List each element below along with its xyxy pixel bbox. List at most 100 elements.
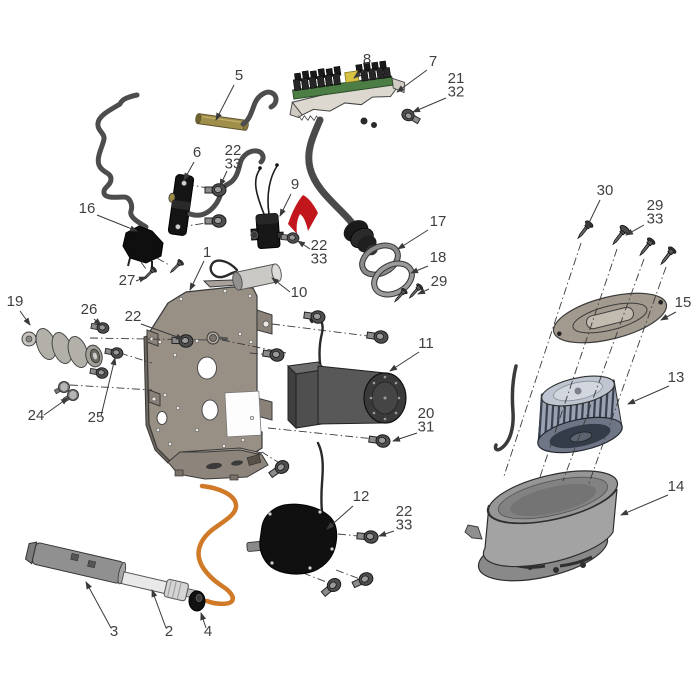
callout-number: 12 <box>353 488 370 505</box>
part-17-ring <box>359 242 401 278</box>
screw <box>365 328 390 345</box>
hose-16 <box>95 92 149 230</box>
screw <box>88 365 110 380</box>
callout-3: 3 <box>85 581 118 640</box>
part-14-blower-housing <box>464 470 619 582</box>
callout-12: 12 <box>326 488 370 530</box>
callout-number: 33 <box>225 156 242 173</box>
screw-27 <box>140 265 158 283</box>
callout-number: 16 <box>79 200 96 217</box>
callout-number: 33 <box>647 211 664 228</box>
callout-number: 10 <box>291 284 308 301</box>
screw-22-33 <box>356 529 380 545</box>
part-15-gasket <box>552 292 668 344</box>
callout-15: 15 <box>660 294 692 321</box>
callout-number: 30 <box>597 182 614 199</box>
red-highlight-arrow <box>288 195 318 234</box>
part-12-combustion-motor <box>246 441 338 575</box>
blower-wire <box>493 364 518 452</box>
callout-number: 22 <box>396 503 413 520</box>
screw <box>318 575 344 600</box>
standoff <box>360 117 368 125</box>
screw <box>350 569 376 592</box>
callout-number: 25 <box>88 409 105 426</box>
standoff <box>371 122 377 128</box>
callout-number: 14 <box>668 478 685 495</box>
callout-10: 10 <box>271 277 308 301</box>
callout-22: 22 <box>125 308 184 340</box>
part-6-hose-bracket <box>167 174 195 236</box>
callout-number: 13 <box>668 369 685 386</box>
screw-30 <box>574 219 595 242</box>
hose-5 <box>240 89 279 127</box>
bolt-24-pair <box>53 381 79 403</box>
callout-number: 32 <box>448 84 465 101</box>
wiring-harness <box>305 116 378 256</box>
callout-13: 13 <box>627 369 685 405</box>
screw-29-33 <box>609 224 630 248</box>
part-4-grommet <box>188 590 206 612</box>
part-10-capacitor <box>209 259 282 291</box>
callout-number: 7 <box>429 53 437 70</box>
callout-number: 29 <box>647 197 664 214</box>
part-5-brass-tube <box>195 113 249 131</box>
callout-number: 19 <box>7 293 24 310</box>
screw-22-33 <box>204 183 227 197</box>
callout-number: 33 <box>396 517 413 534</box>
callout-number: 2 <box>165 623 173 640</box>
screw-20-31 <box>367 432 392 449</box>
screw-25 <box>103 345 125 360</box>
callout-number: 1 <box>203 244 211 261</box>
callout-number: 18 <box>430 249 447 266</box>
callout-27: 27 <box>119 272 147 289</box>
callout-19: 19 <box>7 293 31 326</box>
screw-26 <box>89 320 111 335</box>
part-13-blower-wheel <box>537 375 623 454</box>
callout-7: 7 <box>396 53 437 93</box>
part-9-switch <box>250 163 284 250</box>
part-8-connector <box>344 70 360 84</box>
assembly-lines-blower <box>503 242 667 487</box>
screw-22-33 <box>204 214 227 228</box>
screw <box>302 308 327 325</box>
callout-17: 17 <box>397 213 447 250</box>
part-7-control-board <box>289 60 406 122</box>
callout-number: 20 <box>418 405 435 422</box>
callout-number: 9 <box>291 176 299 193</box>
callout-18: 18 <box>410 249 447 274</box>
part-3-igniter-tube <box>24 541 127 585</box>
callout-number: 3 <box>110 623 118 640</box>
callout-9: 9 <box>279 176 299 217</box>
part-16-vacuum-switch <box>122 225 164 268</box>
part-1-mounting-plate <box>143 279 273 481</box>
callout-number: 24 <box>28 407 45 424</box>
screw <box>266 457 292 481</box>
callout-11: 11 <box>389 335 434 372</box>
orange-wire <box>196 483 239 607</box>
callout-26: 26 <box>81 301 102 326</box>
callout-number: 8 <box>363 51 371 68</box>
callout-number: 11 <box>418 335 434 352</box>
callout-24: 24 <box>28 397 69 424</box>
callout-number: 15 <box>675 294 692 311</box>
callout-number: 26 <box>81 301 98 318</box>
callout-number: 22 <box>125 308 142 325</box>
callout-number: 5 <box>235 67 243 84</box>
part-11-auger-motor <box>286 314 407 430</box>
callout-6: 6 <box>183 144 201 181</box>
part-2-igniter-element <box>120 571 199 602</box>
callout-4: 4 <box>200 612 212 640</box>
callout-number: 22 <box>225 142 242 159</box>
callout-number: 27 <box>119 272 136 289</box>
callout-number: 6 <box>193 144 201 161</box>
callout-number: 17 <box>430 213 447 230</box>
screw <box>657 245 678 268</box>
callout-16: 16 <box>79 200 138 232</box>
callout-2: 2 <box>151 589 173 640</box>
